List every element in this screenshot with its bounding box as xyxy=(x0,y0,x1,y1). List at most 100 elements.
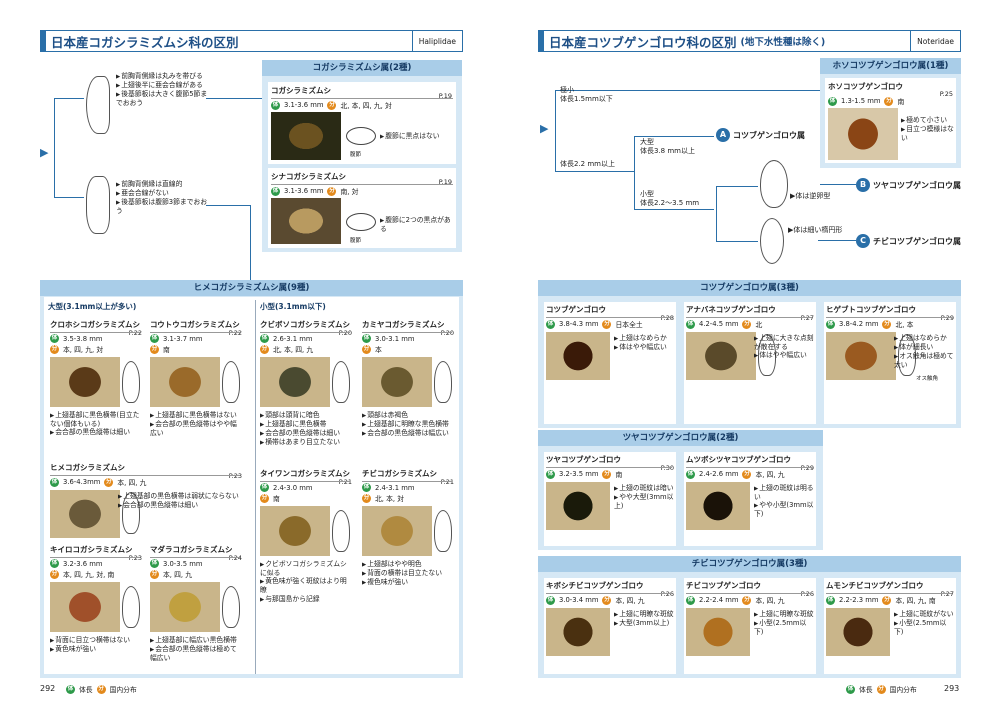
species-name: シナコガシラミズムシ xyxy=(271,172,346,181)
beetle-photo xyxy=(546,332,610,380)
distribution: 本, 四, 九, 南 xyxy=(895,597,936,605)
elytra-figure xyxy=(222,586,240,628)
species-name: ムツボシツヤコツブゲンゴロウ xyxy=(686,455,791,464)
left-family-name: Haliplidae xyxy=(411,31,462,51)
beetle-photo xyxy=(828,108,898,160)
distribution: 本, 四, 九, 対 xyxy=(63,346,104,354)
fig-label: 腹節 xyxy=(350,152,362,158)
distribution: 本, 四, 九 xyxy=(755,597,785,605)
page-ref: P.20 xyxy=(338,329,352,337)
species-name: タイワンコガシラミズムシ xyxy=(260,469,350,478)
distribution: 本, 四, 九 xyxy=(755,471,785,479)
body-length: 2.2-2.3 mm xyxy=(839,596,879,604)
left-page-number: 292 xyxy=(40,684,56,693)
beetle-photo xyxy=(362,357,432,407)
beetle-photo xyxy=(362,506,432,556)
left-page-title: 日本産コガシラミズムシ科の区別 xyxy=(51,34,239,50)
body-length: 2.4-3.1 mm xyxy=(375,483,415,492)
species-notes: 頭部は赤褐色上翅基部に明瞭な黒色横帯会合部の黒色縦帯は幅広い xyxy=(362,411,454,438)
distribution: 南 xyxy=(163,346,170,354)
key-5: ▶体は逆卵型 xyxy=(790,192,831,200)
beetle-photo xyxy=(546,482,610,530)
species-notes: 上翅に斑紋がない小型(2.5mm以下) xyxy=(894,610,954,636)
distribution: 本, 四, 九 xyxy=(163,571,193,579)
elytra-figure xyxy=(332,510,350,552)
right-page-title: 日本産コツブゲンゴロウ科の区別 xyxy=(549,34,737,50)
distribution: 本, 四, 九, 対, 南 xyxy=(63,571,115,579)
species-name: ツヤコツブゲンゴロウ xyxy=(546,455,621,464)
page-ref: P.27 xyxy=(800,314,814,322)
elytra-figure xyxy=(122,586,140,628)
page-ref: P.22 xyxy=(228,329,242,337)
species-name: クビボソコガシラミズムシ xyxy=(260,320,350,329)
beetle-photo xyxy=(150,582,220,632)
page-ref: P.26 xyxy=(800,590,814,598)
page-ref: P.22 xyxy=(128,329,142,337)
species-name: コツブゲンゴロウ xyxy=(546,305,606,314)
body-length: 3.8-4.2 mm xyxy=(839,320,879,328)
beetle-photo xyxy=(150,357,220,407)
key-arrow-left: ▶ xyxy=(40,146,49,159)
species-notes: クビボソコガシラミズムシに似る黄色味が強く斑紋はより明瞭与那国島から記録 xyxy=(260,560,352,604)
page-ref: P.19 xyxy=(438,178,452,186)
genus-header: ヒメコガシラミズムシ属(9種) xyxy=(40,280,463,296)
distribution: 本 xyxy=(375,346,382,354)
key-notes-2: 前胸背側縁は直線的亜会合線がない後基節板は腹節3節までおおう xyxy=(116,180,208,215)
section-small: 小型(3.1mm以下) xyxy=(260,302,326,311)
distribution: 北, 本, 四, 九 xyxy=(273,346,314,354)
body-length: 3.8-4.3 mm xyxy=(559,320,599,328)
body-length: 3.1-3.6 mm xyxy=(284,187,324,195)
species-name: キイロコガシラミズムシ xyxy=(50,545,133,554)
key-2: 体長2.2 mm以上 xyxy=(560,160,615,168)
body-shape-elliptic xyxy=(760,218,784,264)
key-1: 極小体長1.5mm以下 xyxy=(560,86,613,104)
distribution: 北, 本 xyxy=(895,321,914,329)
elytra-figure xyxy=(122,361,140,403)
body-length: 3.1-3.7 mm xyxy=(163,334,203,343)
title-accent xyxy=(41,31,46,51)
left-legend: 体体長分国内分布 xyxy=(66,684,137,694)
species-notes: 上翅はなめらか体が細長いオス触角は極めて太い xyxy=(894,334,954,369)
species-notes: 上翅基部に黒色横帯はない会合部の黒色縦帯はやや幅広い xyxy=(150,411,242,437)
key-4: 小型体長2.2〜3.5 mm xyxy=(640,190,700,208)
right-title-bar: 日本産コツブゲンゴロウ科の区別 (地下水性種は除く) Noteridae xyxy=(538,30,961,52)
key-arrow-right: ▶ xyxy=(540,122,549,135)
elytra-figure xyxy=(434,361,452,403)
distribution: 日本全土 xyxy=(615,321,643,329)
species-name: キボシチビコツブゲンゴロウ xyxy=(546,581,644,590)
page-ref: P.29 xyxy=(800,464,814,472)
abdomen-figure xyxy=(346,127,376,145)
body-length: 2.2-2.4 mm xyxy=(699,596,739,604)
beetle-photo xyxy=(260,357,330,407)
body-length: 3.2-3.6 mm xyxy=(63,559,103,568)
species-name: アナバネコツブゲンゴロウ xyxy=(686,305,776,314)
page-ref: P.21 xyxy=(338,478,352,486)
species-name: ホソコツブゲンゴロウ xyxy=(828,82,903,91)
body-length: 3.0-3.4 mm xyxy=(559,596,599,604)
elytra-figure xyxy=(222,361,240,403)
pronotum-figure-2 xyxy=(86,176,110,234)
right-family-name: Noteridae xyxy=(910,31,960,51)
page-ref: P.29 xyxy=(940,314,954,322)
body-length: 3.0-3.1 mm xyxy=(375,334,415,343)
beetle-photo xyxy=(260,506,330,556)
section-large: 大型(3.1mm以上が多い) xyxy=(48,302,137,311)
beetle-photo xyxy=(271,112,341,160)
page-ref: P.23 xyxy=(228,472,242,480)
body-length: 3.5-3.8 mm xyxy=(63,334,103,343)
species-name: マダラコガシラミズムシ xyxy=(150,545,233,554)
species-name: チビコガシラミズムシ xyxy=(362,469,437,478)
beetle-photo xyxy=(50,490,120,538)
